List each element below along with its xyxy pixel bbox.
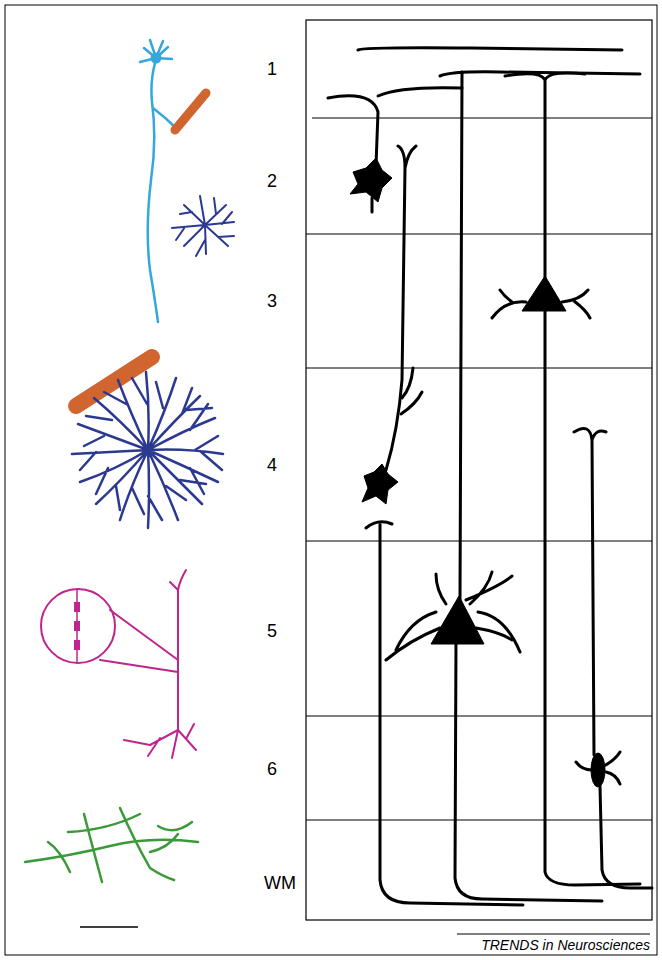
cortex-panel [306, 20, 652, 920]
chandelier-cell [140, 40, 176, 322]
basket-arbor [72, 372, 223, 528]
dendrite [328, 96, 378, 165]
layer-number: 6 [267, 760, 277, 780]
stellate-soma [350, 158, 392, 202]
axon [600, 786, 652, 888]
dendrite [401, 368, 422, 414]
layer-number: 2 [267, 172, 277, 192]
fusiform-soma [591, 753, 605, 787]
layer-number: 1 [267, 60, 277, 80]
layer-boundary [306, 368, 652, 369]
dendrite [574, 428, 606, 755]
figure-frame [5, 5, 657, 955]
layer-boundary [312, 118, 652, 119]
layer1-axon [358, 48, 622, 50]
apical-dendrite [505, 73, 585, 282]
pyramidal-soma [522, 276, 566, 311]
layer-boundary [306, 541, 652, 542]
layer-boundaries [306, 118, 652, 820]
layer-boundary [306, 234, 652, 235]
apical-dendrite [460, 72, 462, 600]
dendrite-segment [76, 590, 78, 662]
scale-bar [80, 926, 138, 928]
dendrite [386, 572, 520, 660]
layer-boundary [306, 716, 652, 717]
basket-arbor [172, 196, 234, 256]
soma [151, 53, 162, 64]
credit-rule [457, 934, 650, 935]
axon [371, 198, 374, 212]
axon [366, 522, 523, 905]
axon [455, 640, 602, 901]
axon [545, 310, 640, 885]
zoom-circle [41, 589, 115, 663]
fibers [25, 808, 198, 882]
axon-branch [153, 108, 176, 128]
stellate-soma [362, 464, 398, 504]
layer-number: 5 [267, 622, 277, 642]
layer-label: WM [264, 874, 296, 894]
layer-number: 3 [267, 292, 277, 312]
journal-credit: TRENDS in Neurosciences [481, 938, 650, 953]
pyramidal-soma [431, 596, 484, 644]
basal-dendrite [124, 724, 196, 758]
dendrite [378, 88, 462, 96]
layer-number: 4 [267, 456, 277, 476]
dendrite [170, 570, 186, 730]
neurons [328, 48, 652, 905]
dendrite [386, 146, 416, 470]
somata [350, 158, 605, 787]
axon [148, 63, 158, 322]
axon-initial-segment [175, 93, 206, 130]
spiny-neuron [41, 570, 196, 758]
